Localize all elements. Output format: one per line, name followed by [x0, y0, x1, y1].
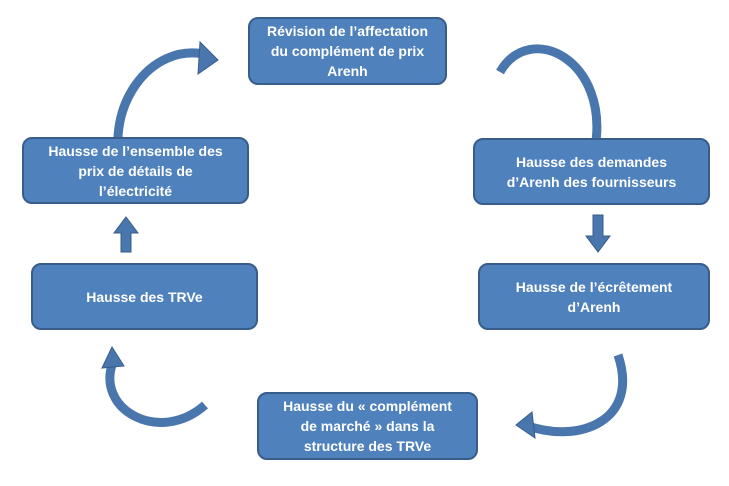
node-prix: Hausse de l’ensemble des prix de détails… [22, 137, 249, 204]
node-label: Hausse de l’ensemble des prix de détails… [48, 142, 223, 199]
node-label: Hausse des demandes d’Arenh des fourniss… [506, 153, 677, 190]
arrow-ecretement-to-complement [523, 353, 628, 437]
arrow-demandes-to-ecretement [585, 214, 611, 253]
node-trve: Hausse des TRVe [31, 263, 258, 330]
node-revision: Révision de l’affectation du complément … [248, 17, 447, 85]
arrow-revision-to-demandes [496, 44, 602, 149]
node-label: Hausse de l’écrêtement d’Arenh [515, 278, 673, 315]
node-ecretement: Hausse de l’écrêtement d’Arenh [478, 263, 710, 330]
node-label: Hausse des TRVe [86, 288, 203, 305]
node-complement: Hausse du « complément de marché » dans … [257, 392, 478, 460]
arrow-trve-to-prix [113, 216, 139, 253]
arrowhead-icon [515, 411, 536, 440]
node-demandes: Hausse des demandes d’Arenh des fourniss… [473, 138, 710, 205]
arrowhead-icon [197, 40, 219, 76]
arrowhead-icon [101, 345, 125, 369]
node-label: Hausse du « complément de marché » dans … [283, 398, 452, 454]
node-label: Révision de l’affectation du complément … [266, 23, 429, 79]
arrow-complement-to-trve [105, 360, 208, 427]
